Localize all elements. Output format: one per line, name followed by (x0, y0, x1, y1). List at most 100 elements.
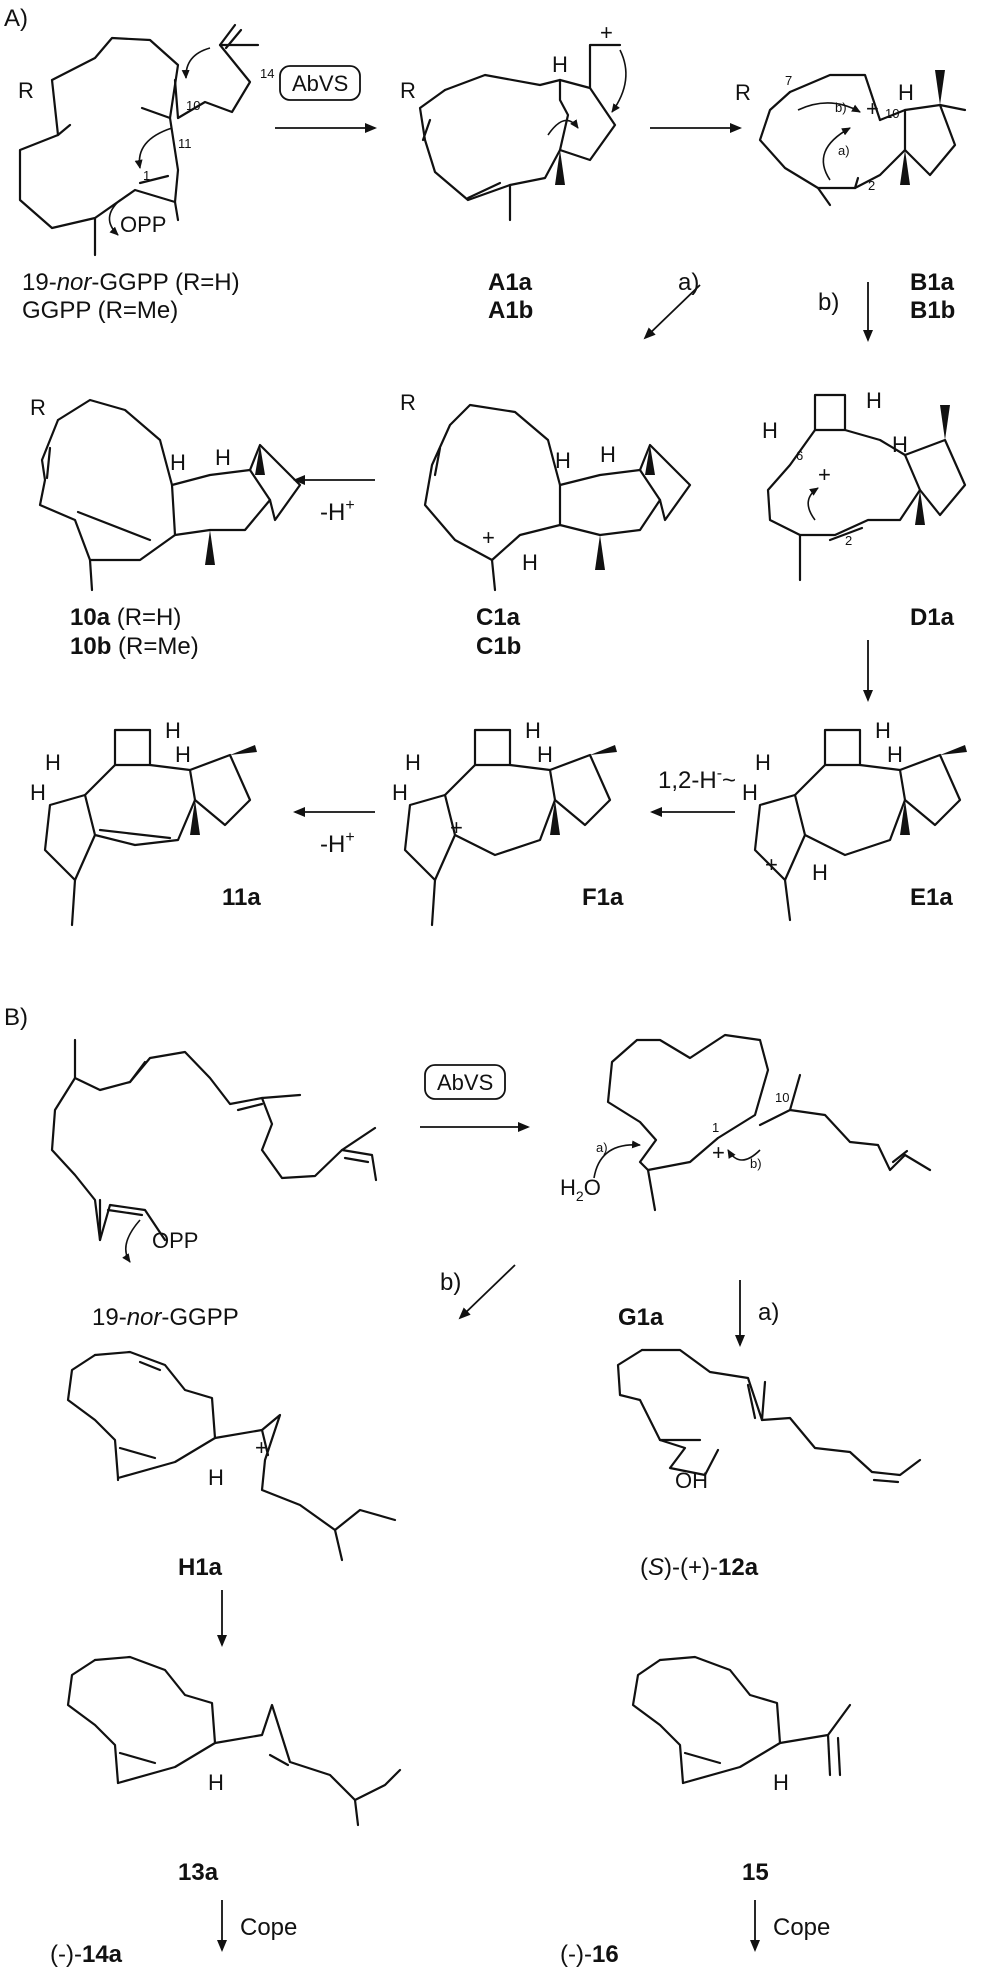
cation-d1: + (818, 462, 831, 487)
structure-13a: H (66, 1655, 402, 1827)
h-atom-e1a-2: H (742, 780, 758, 805)
deprotonation-label-row2: -H+ (320, 497, 355, 526)
r-group: R (18, 78, 34, 103)
h-atom-10a: H (170, 450, 186, 475)
h-atom-e1a-5: H (812, 860, 828, 885)
h-atom-d1b: H (866, 388, 882, 413)
svg-text:AbVS: AbVS (292, 71, 348, 96)
h-atom-c1a: H (555, 448, 571, 473)
label-15: 15 (742, 1859, 769, 1886)
cation-g1a: + (712, 1140, 725, 1165)
path-b-mark-g1a: b) (750, 1156, 762, 1171)
h-atom-c1b: H (600, 442, 616, 467)
h-atom-11a-1: H (45, 750, 61, 775)
label-b1b: B1b (910, 297, 955, 324)
h-atom-15: H (773, 1770, 789, 1795)
carbon-number-11: 11 (178, 136, 192, 151)
structure-a1: R H + (400, 20, 627, 222)
h-atom-f1a-4: H (537, 742, 553, 767)
label-16: (-)-16 (560, 1941, 619, 1968)
cation-c1: + (482, 525, 495, 550)
h-atom-13a: H (208, 1770, 224, 1795)
r-group-10: R (30, 395, 46, 420)
h-atom-10b: H (215, 445, 231, 470)
carbon-number-10: 10 (186, 98, 200, 113)
structure-c1: R H H H + (400, 390, 692, 592)
structure-ggpp: R OPP 1 10 11 14 (18, 23, 274, 257)
h-atom-11a-2: H (30, 780, 46, 805)
carbon-number-1: 1 (143, 168, 150, 183)
structure-11a: H H H H (30, 718, 257, 927)
label-11a: 11a (222, 884, 261, 911)
r-group-c1: R (400, 390, 416, 415)
section-label-b: B) (4, 1004, 28, 1031)
cation-f1a: + (450, 815, 463, 840)
h-atom-c1c: H (522, 550, 538, 575)
path-a-label-row1: a) (678, 269, 699, 296)
h-atom-f1a-2: H (392, 780, 408, 805)
label-12a: (S)-(+)-12a (640, 1554, 759, 1581)
h-atom-d1a: H (762, 418, 778, 443)
arrow-branch-b (458, 1264, 516, 1320)
structure-e1a: H H H H H + (742, 718, 967, 922)
compound-label-ggpp: GGPP (R=Me) (22, 297, 178, 324)
opp-group: OPP (120, 212, 166, 237)
h-atom-e1a-3: H (875, 718, 891, 743)
cation-h1a: + (255, 1435, 268, 1460)
enzyme-box-row4: AbVS (424, 1064, 506, 1100)
enzyme-box-row1: AbVS (279, 65, 361, 101)
structure-h1a: H + (66, 1350, 397, 1562)
structure-nor-ggpp-b: OPP (50, 1038, 378, 1263)
path-a-label-row4: a) (758, 1299, 779, 1326)
structure-15: H (631, 1655, 852, 1795)
structure-f1a: H H H H + (392, 718, 617, 927)
h-atom-h1a: H (208, 1465, 224, 1490)
carbon-number-14: 14 (260, 66, 274, 81)
h-atom-f1a-3: H (525, 718, 541, 743)
label-c1b: C1b (476, 633, 521, 660)
h-atom-a1: H (552, 52, 568, 77)
carbon-number-6-d1: 6 (796, 448, 803, 463)
cation-e1a: + (765, 852, 778, 877)
carbon-number-1-g1a: 1 (712, 1120, 719, 1135)
compound-label-nor-ggpp: 19-nor-GGPP (R=H) (22, 269, 240, 296)
structure-g1a: H2O + 1 10 a) b) (560, 1033, 932, 1212)
path-b-label-row1: b) (818, 289, 839, 316)
label-c1a: C1a (476, 604, 521, 631)
svg-text:AbVS: AbVS (437, 1070, 493, 1095)
structure-12a: OH (616, 1348, 922, 1493)
path-a-mark-g1a: a) (596, 1140, 608, 1155)
path-a-mark-b1: a) (838, 143, 850, 158)
cation-a1: + (600, 20, 613, 45)
structure-b1: R H + 7 10 2 a) b) (735, 70, 967, 207)
carbon-number-10-b1: 10 (885, 106, 899, 121)
structure-d1: H H H + 6 2 (762, 388, 967, 582)
path-b-label-row4: b) (440, 1269, 461, 1296)
path-b-mark-b1: b) (835, 100, 847, 115)
carbon-number-10-g1a: 10 (775, 1090, 789, 1105)
label-f1a: F1a (582, 884, 624, 911)
label-a1a: A1a (488, 269, 533, 296)
h-atom-f1a-1: H (405, 750, 421, 775)
label-10b: 10b (R=Me) (70, 633, 199, 660)
h-atom-b1: H (898, 80, 914, 105)
cope-label-right: Cope (773, 1914, 830, 1941)
label-a1b: A1b (488, 297, 533, 324)
hydride-shift-label: 1,2-H-~ (658, 765, 736, 794)
label-14a: (-)-14a (50, 1941, 123, 1968)
r-group-a1: R (400, 78, 416, 103)
label-b1a: B1a (910, 269, 955, 296)
carbon-number-2-d1: 2 (845, 533, 852, 548)
arrow-b1-path-a (643, 284, 701, 340)
h2o-reagent: H2O (560, 1175, 601, 1204)
label-d1a: D1a (910, 604, 955, 631)
carbon-number-2-b1: 2 (868, 178, 875, 193)
h-atom-e1a-1: H (755, 750, 771, 775)
compound-label-nor-ggpp-b: 19-nor-GGPP (92, 1304, 239, 1331)
label-g1a: G1a (618, 1304, 664, 1331)
h-atom-e1a-4: H (887, 742, 903, 767)
oh-group: OH (675, 1468, 708, 1493)
label-10a: 10a (R=H) (70, 604, 181, 631)
h-atom-11a-3: H (165, 718, 181, 743)
